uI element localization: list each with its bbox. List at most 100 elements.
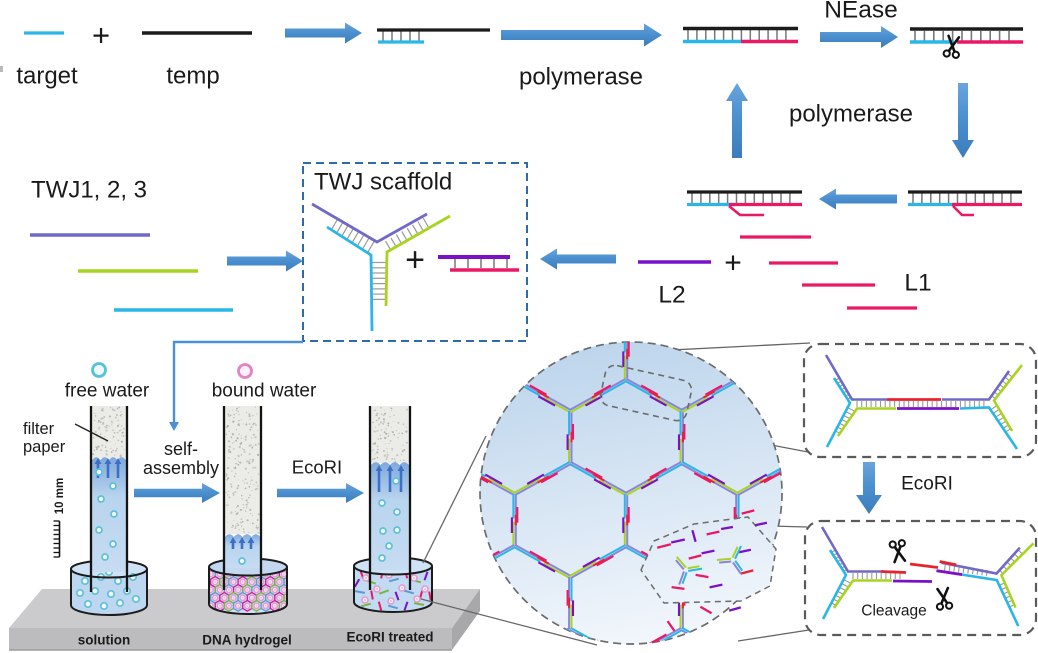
panel-cleaved <box>803 519 1038 637</box>
scale-bar: 10 mm <box>53 478 66 558</box>
scissors-icon <box>942 34 961 59</box>
cleaved-right-purple <box>941 546 1021 575</box>
cleaved-zone <box>640 516 777 604</box>
cleaved-red-left <box>880 570 907 574</box>
tube-ecori <box>368 406 412 590</box>
label-nease: NEase <box>824 0 898 24</box>
arrow-hybridize <box>540 248 616 270</box>
twj-scaffold-box: TWJ scaffold <box>302 162 528 342</box>
arrow-ecori-panel <box>856 462 882 514</box>
plus-sign-3: + <box>405 241 425 279</box>
arrow-ecori <box>277 483 364 503</box>
twj-strand-2 <box>384 214 451 307</box>
cleaved-fragments <box>656 509 768 632</box>
duplex-nicked <box>910 27 1023 59</box>
label-dish-solution: solution <box>78 633 131 648</box>
arrow-cycle-down <box>952 83 974 158</box>
cleaved-left-purple <box>820 526 883 573</box>
dish-ecori-outline <box>353 566 433 613</box>
arrow-displace-1 <box>819 188 897 210</box>
platform-side-face <box>452 589 480 650</box>
hydrogel-network-circle <box>479 341 783 645</box>
arrow-self-assembly <box>134 483 220 503</box>
connector-line <box>172 340 303 423</box>
dish-hydrogel: free water bound water filter paper 10 m… <box>23 341 1038 648</box>
tube-solution-bubbles <box>95 468 118 561</box>
experiment-scheme: free water bound water filter paper 10 m… <box>9 341 1038 651</box>
cleaved-right-cyan <box>961 573 1020 627</box>
cleaved-monomer-1 <box>675 556 703 585</box>
platform-front-face <box>9 628 452 650</box>
label-dish-ecori: EcoRI treated <box>346 630 433 645</box>
connector-scaffold-to-assembly <box>169 340 303 431</box>
connector-arrowhead <box>169 422 179 431</box>
legend-free-water: free water <box>65 362 150 402</box>
cleaved-monomer-2 <box>716 545 744 575</box>
label-self-1: self- <box>164 439 198 459</box>
dish-solution-outline <box>70 569 148 616</box>
label-twj-scaffold: TWJ scaffold <box>314 169 452 196</box>
label-target: target <box>16 63 78 90</box>
highlight-box <box>599 364 693 422</box>
cleaved-right-twj <box>936 542 1035 627</box>
dish-ecori: free water bound water filter paper 10 m… <box>23 362 434 648</box>
label-l1: L1 <box>904 270 931 297</box>
label-free-water: free water <box>65 381 150 402</box>
linker-duplex <box>438 255 519 272</box>
label-l2: L2 <box>658 282 685 309</box>
dimer-left-purple <box>824 354 887 401</box>
label-ecori-1: EcoRI <box>292 457 342 478</box>
duplex-displacing-2 <box>687 190 802 217</box>
plus-sign-2: + <box>724 247 742 280</box>
label-twj123: TWJ1, 2, 3 <box>31 177 147 204</box>
dimer-left-green <box>836 407 896 437</box>
mag-line-6 <box>737 629 810 642</box>
zoom-panels: EcoRI Cleavage <box>802 342 1038 637</box>
arrow-cycle-up <box>726 83 748 158</box>
strand-flap-1 <box>952 205 974 217</box>
dish-solution-bubbles <box>75 567 141 611</box>
tube-ecori-bubbles <box>378 477 401 562</box>
cleaved-right-green <box>999 542 1035 609</box>
mag-line-2 <box>420 598 598 646</box>
arrow-anneal <box>285 22 362 44</box>
twj-components: TWJ1, 2, 3 <box>30 177 303 312</box>
label-filter-1: filter <box>23 420 55 438</box>
label-dish-hydrogel: DNA hydrogel <box>202 633 292 648</box>
tube-hydrogel <box>222 406 263 590</box>
cleaved-violet-left <box>892 579 933 583</box>
tube-solution <box>89 406 129 592</box>
scissors-icon <box>888 539 907 564</box>
arrow-nease <box>820 26 898 48</box>
dimer-right-purple <box>942 370 1011 401</box>
cleaved-left-cyan <box>821 549 848 620</box>
label-polymerase-2: polymerase <box>789 101 913 128</box>
cleaved-red-floating <box>909 562 939 569</box>
crop-mark <box>0 66 3 72</box>
duplex-extended <box>683 26 798 44</box>
label-scale: 10 mm <box>54 478 66 514</box>
label-ecori-2: EcoRI <box>901 474 953 495</box>
cleaved-left-green <box>832 579 892 609</box>
plus-sign-1: + <box>92 18 110 53</box>
label-self-2: assembly <box>143 458 219 478</box>
scissors-icon <box>935 586 954 611</box>
row-displacement: L1 + L2 + <box>405 188 1022 310</box>
cleaved-structure: Cleavage <box>820 526 1035 627</box>
legend-bound-water: bound water <box>212 363 317 402</box>
twj-strand-1 <box>311 202 428 244</box>
cleaved-red-right <box>939 560 957 567</box>
label-cleavage: Cleavage <box>861 603 927 620</box>
dimer-structure <box>824 354 1024 450</box>
cleaved-violet-right <box>936 569 963 577</box>
label-temp: temp <box>166 63 219 90</box>
dish-ecori-fragments <box>354 569 432 611</box>
label-polymerase-1: polymerase <box>519 64 643 91</box>
dimer-right-green <box>992 364 1024 432</box>
dimer-right-cyan <box>959 406 1019 450</box>
twj-strand-3 <box>326 225 374 332</box>
label-filter-2: paper <box>23 438 66 456</box>
filter-paper-callout: filter paper <box>23 420 109 456</box>
